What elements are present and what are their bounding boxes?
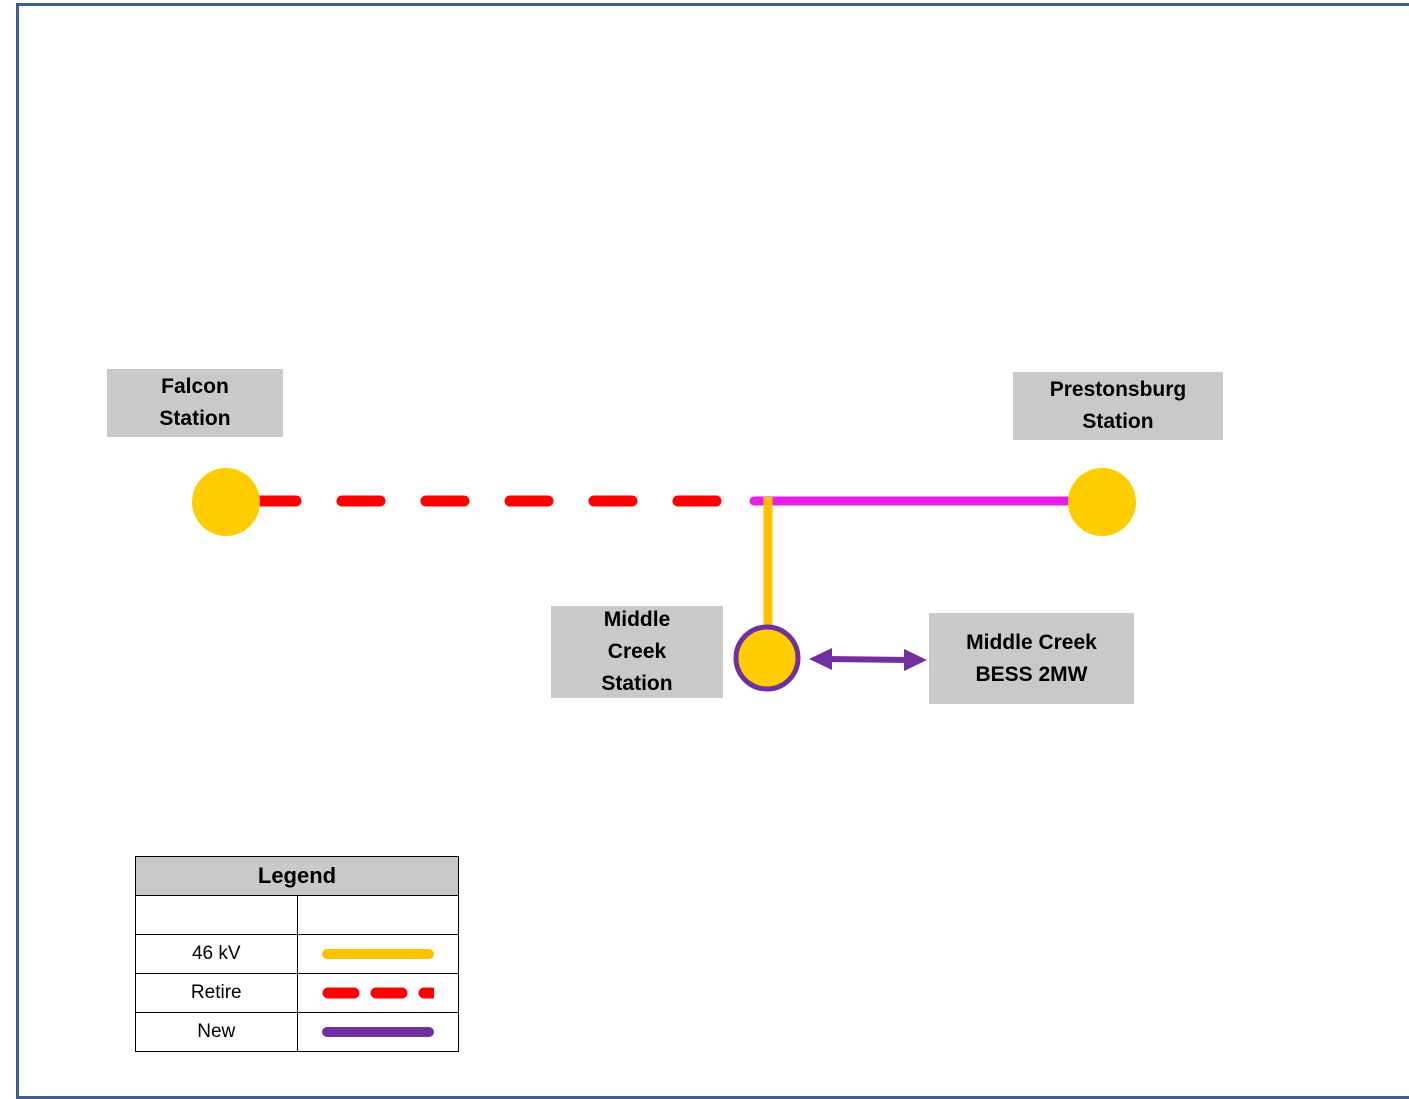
legend-row-retire: Retire [135, 973, 459, 1013]
legend-label-new: New [135, 1012, 298, 1052]
legend-label-46kv: 46 kV [135, 934, 298, 974]
new-line-bess-connection [825, 656, 911, 663]
legend-label-retire: Retire [135, 973, 298, 1013]
legend-swatch-retire [322, 987, 438, 999]
legend-title: Legend [135, 856, 459, 896]
middle-creek-station-node [733, 624, 801, 692]
legend-swatch-46kv [321, 948, 434, 959]
legend-blank-row [135, 895, 459, 935]
legend-table: Legend 46 kV Retire New [135, 856, 459, 1052]
prestonsburg-label-line1: Prestonsburg [1049, 378, 1187, 401]
arrowhead-right-icon [904, 649, 927, 671]
arrowhead-left-icon [809, 648, 832, 670]
legend-swatch-new [321, 1026, 434, 1037]
middle-creek-label-line3: Station [601, 672, 673, 695]
middle-creek-label-line1: Middle [603, 608, 671, 631]
bess-label: Middle Creek BESS 2MW [929, 613, 1134, 704]
prestonsburg-station-node [1068, 468, 1136, 536]
falcon-station-node [192, 468, 260, 536]
falcon-label-line2: Station [159, 407, 231, 430]
middle-creek-station-label: Middle Creek Station [551, 606, 723, 698]
falcon-label-line1: Falcon [161, 375, 229, 398]
legend-row-new: New [135, 1012, 459, 1052]
prestonsburg-label-line2: Station [1082, 410, 1154, 433]
falcon-station-label: Falcon Station [107, 369, 283, 437]
legend-row-46kv: 46 kV [135, 934, 459, 974]
prestonsburg-station-label: Prestonsburg Station [1013, 372, 1223, 440]
bess-label-line2: BESS 2MW [975, 662, 1088, 686]
middle-creek-label-line2: Creek [607, 640, 667, 663]
bess-label-line1: Middle Creek [966, 630, 1097, 654]
